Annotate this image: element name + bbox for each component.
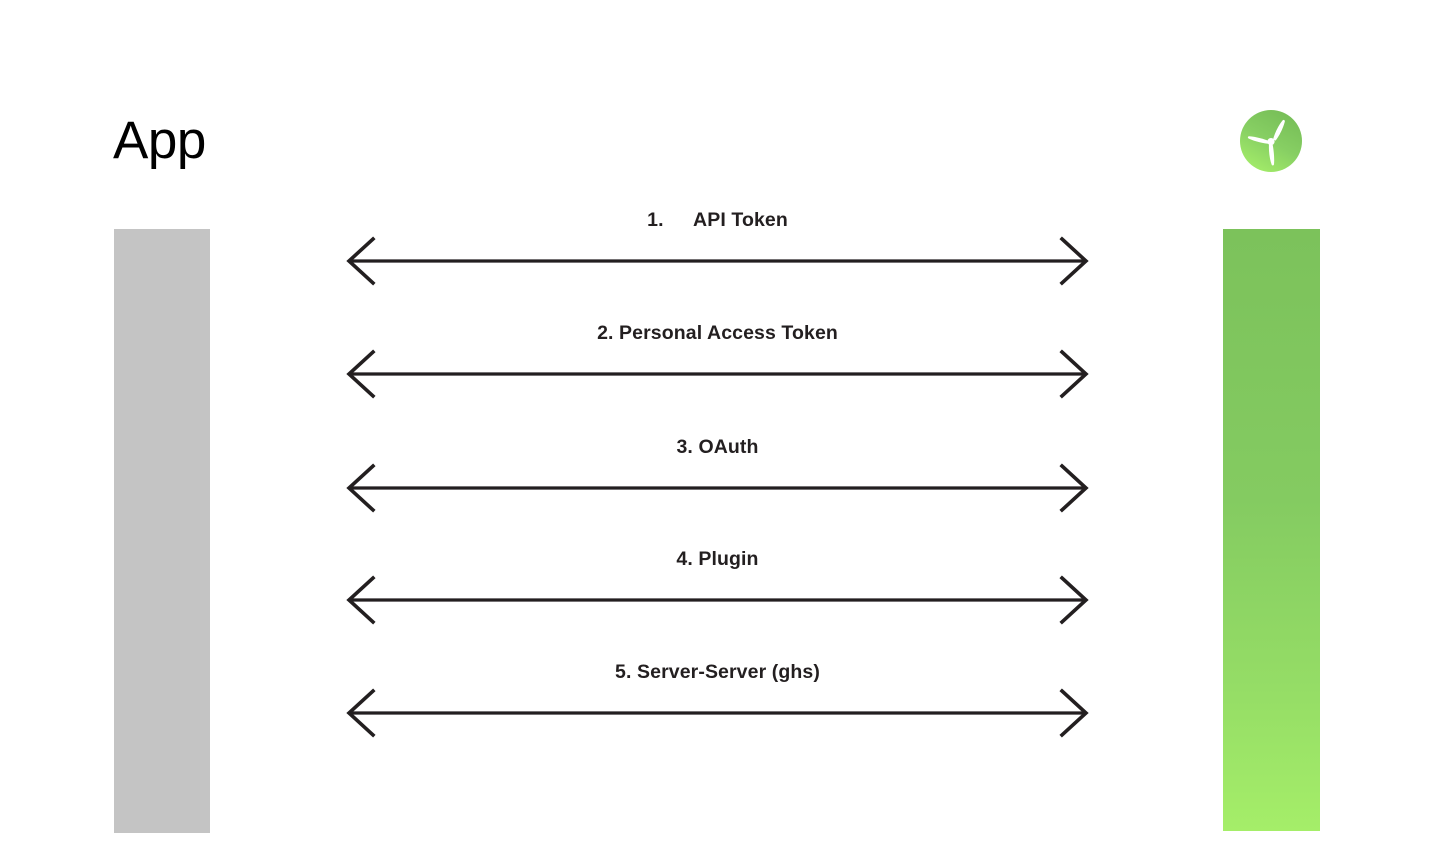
message-row: 5. Server-Server (ghs) — [345, 661, 1090, 739]
message-label-3: 3. OAuth — [676, 436, 759, 458]
message-label-2: 2. Personal Access Token — [597, 322, 838, 344]
propeller-logo-icon — [1239, 109, 1303, 173]
lifeline-service — [1223, 229, 1320, 831]
bidirectional-arrow-icon — [345, 348, 1090, 400]
message-row: 3. OAuth — [345, 436, 1090, 514]
message-label-1: 1. API Token — [647, 209, 788, 231]
bidirectional-arrow-icon — [345, 235, 1090, 287]
page-title: App — [113, 111, 206, 170]
bidirectional-arrow-icon — [345, 462, 1090, 514]
bidirectional-arrow-icon — [345, 574, 1090, 626]
message-label-4: 4. Plugin — [676, 548, 759, 570]
lifeline-app — [114, 229, 210, 833]
message-row: 1. API Token — [345, 209, 1090, 287]
message-row: 2. Personal Access Token — [345, 322, 1090, 400]
message-row: 4. Plugin — [345, 548, 1090, 626]
message-label-5: 5. Server-Server (ghs) — [615, 661, 820, 683]
bidirectional-arrow-icon — [345, 687, 1090, 739]
